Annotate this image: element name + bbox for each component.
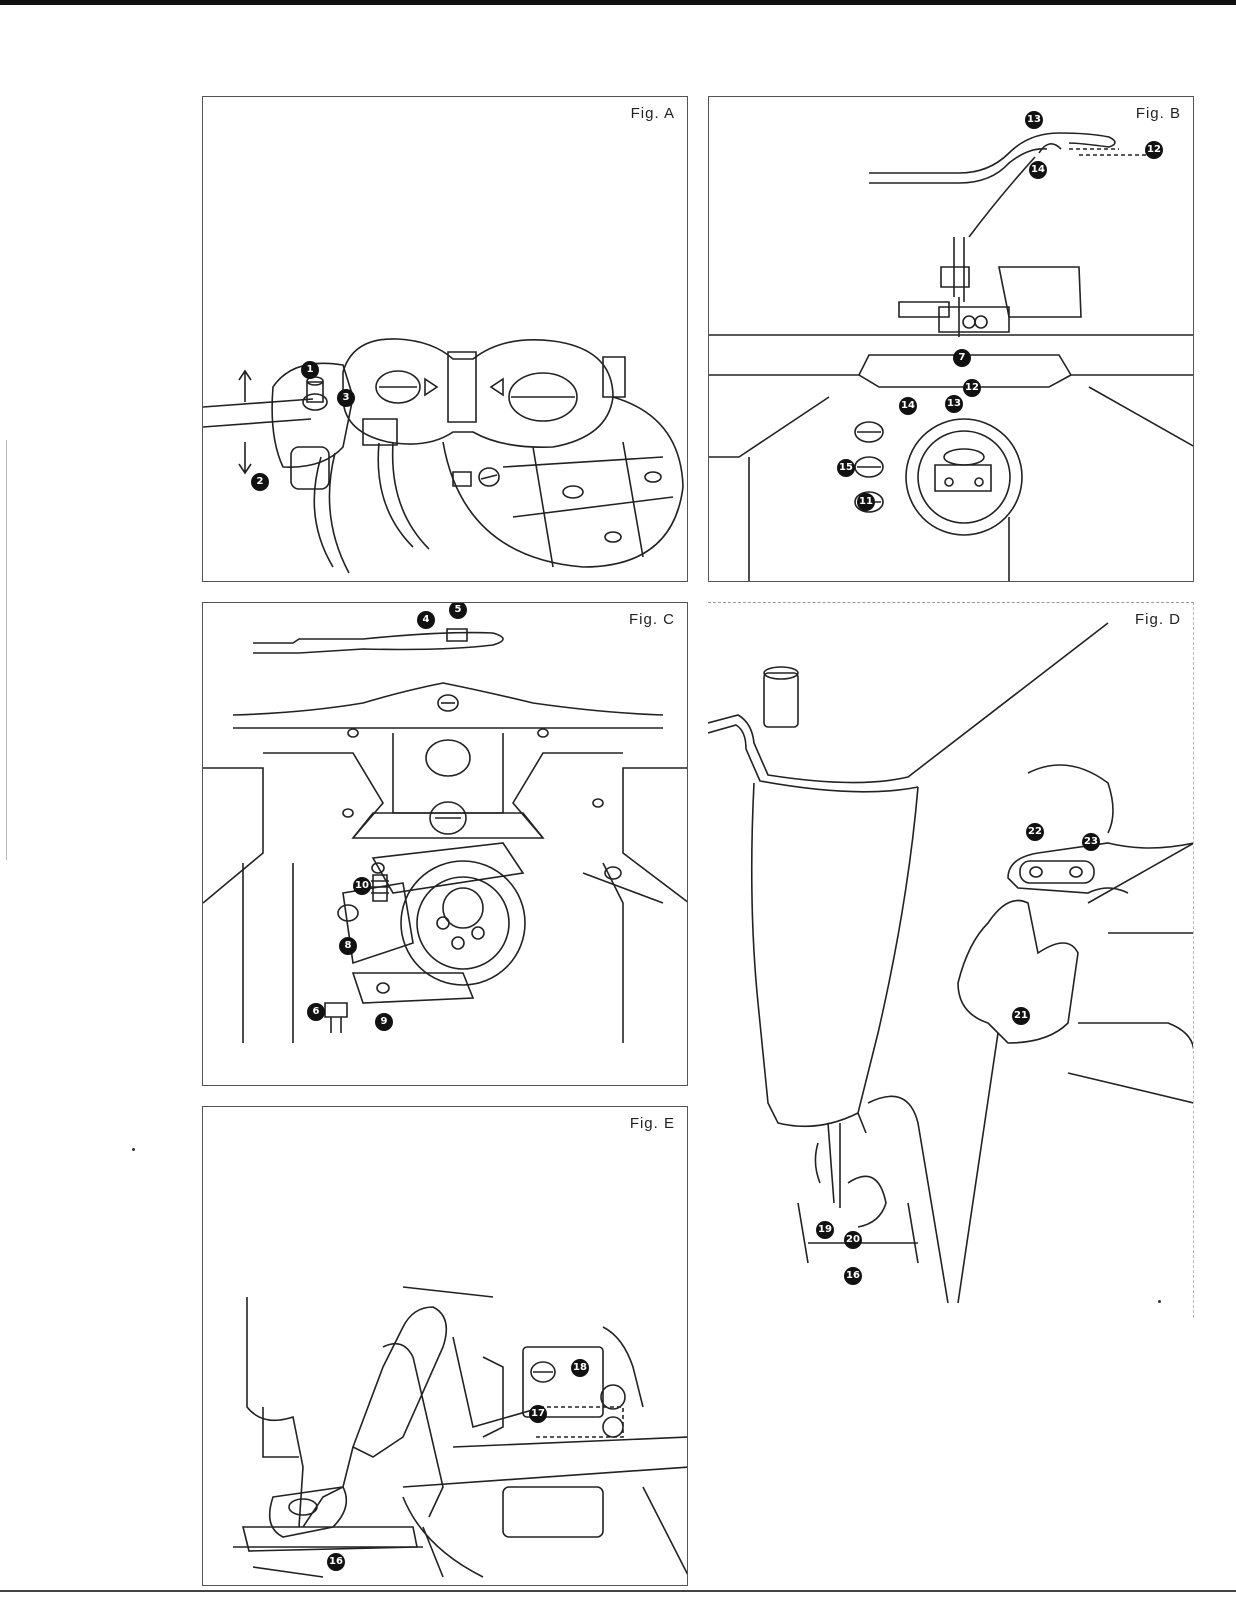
figure-c: Fig. C — [202, 602, 688, 1086]
callout-12: 12 — [963, 379, 981, 397]
callout-6: 6 — [307, 1003, 325, 1021]
figure-a-label: Fig. A — [630, 105, 675, 122]
figure-d-label: Fig. D — [1134, 611, 1181, 628]
callout-12-top: 12 — [1145, 141, 1163, 159]
callout-1: 1 — [301, 361, 319, 379]
figure-b: Fig. B 13 12 14 — [708, 96, 1194, 582]
callout-7: 7 — [953, 349, 971, 367]
callout-5: 5 — [449, 603, 467, 619]
callout-13-top: 13 — [1025, 111, 1043, 129]
callout-18: 18 — [571, 1359, 589, 1377]
callout-16-d: 16 — [844, 1267, 862, 1285]
callout-4: 4 — [417, 611, 435, 629]
callout-17: 17 — [529, 1405, 547, 1423]
callout-14-top: 14 — [1029, 161, 1047, 179]
top-rule — [0, 0, 1236, 5]
scan-speck — [1158, 1300, 1161, 1303]
figure-c-illustration — [203, 603, 688, 1086]
figure-d-illustration — [708, 603, 1194, 1318]
callout-14: 14 — [899, 397, 917, 415]
figure-c-label: Fig. C — [628, 611, 675, 628]
callout-11: 11 — [857, 493, 875, 511]
figure-e-illustration — [203, 1107, 688, 1586]
figure-e-label: Fig. E — [629, 1115, 675, 1132]
callout-20: 20 — [844, 1231, 862, 1249]
callout-2: 2 — [251, 473, 269, 491]
callout-3: 3 — [337, 389, 355, 407]
callout-15: 15 — [837, 459, 855, 477]
figure-e: Fig. E 18 17 16 — [202, 1106, 688, 1586]
scan-speck — [132, 1148, 135, 1151]
callout-23: 23 — [1082, 833, 1100, 851]
callout-10: 10 — [353, 877, 371, 895]
callout-22: 22 — [1026, 823, 1044, 841]
figure-a-illustration — [203, 97, 688, 582]
callout-9: 9 — [375, 1013, 393, 1031]
bottom-rule — [0, 1590, 1236, 1592]
figure-b-illustration — [709, 97, 1194, 582]
callout-16-e: 16 — [327, 1553, 345, 1571]
scan-edge — [6, 440, 7, 860]
callout-19: 19 — [816, 1221, 834, 1239]
callout-13: 13 — [945, 395, 963, 413]
callout-8: 8 — [339, 937, 357, 955]
figure-d: Fig. D 22 23 21 19 20 16 — [708, 602, 1194, 1318]
figure-b-label: Fig. B — [1135, 105, 1181, 122]
callout-21: 21 — [1012, 1007, 1030, 1025]
figure-a: Fig. A — [202, 96, 688, 582]
